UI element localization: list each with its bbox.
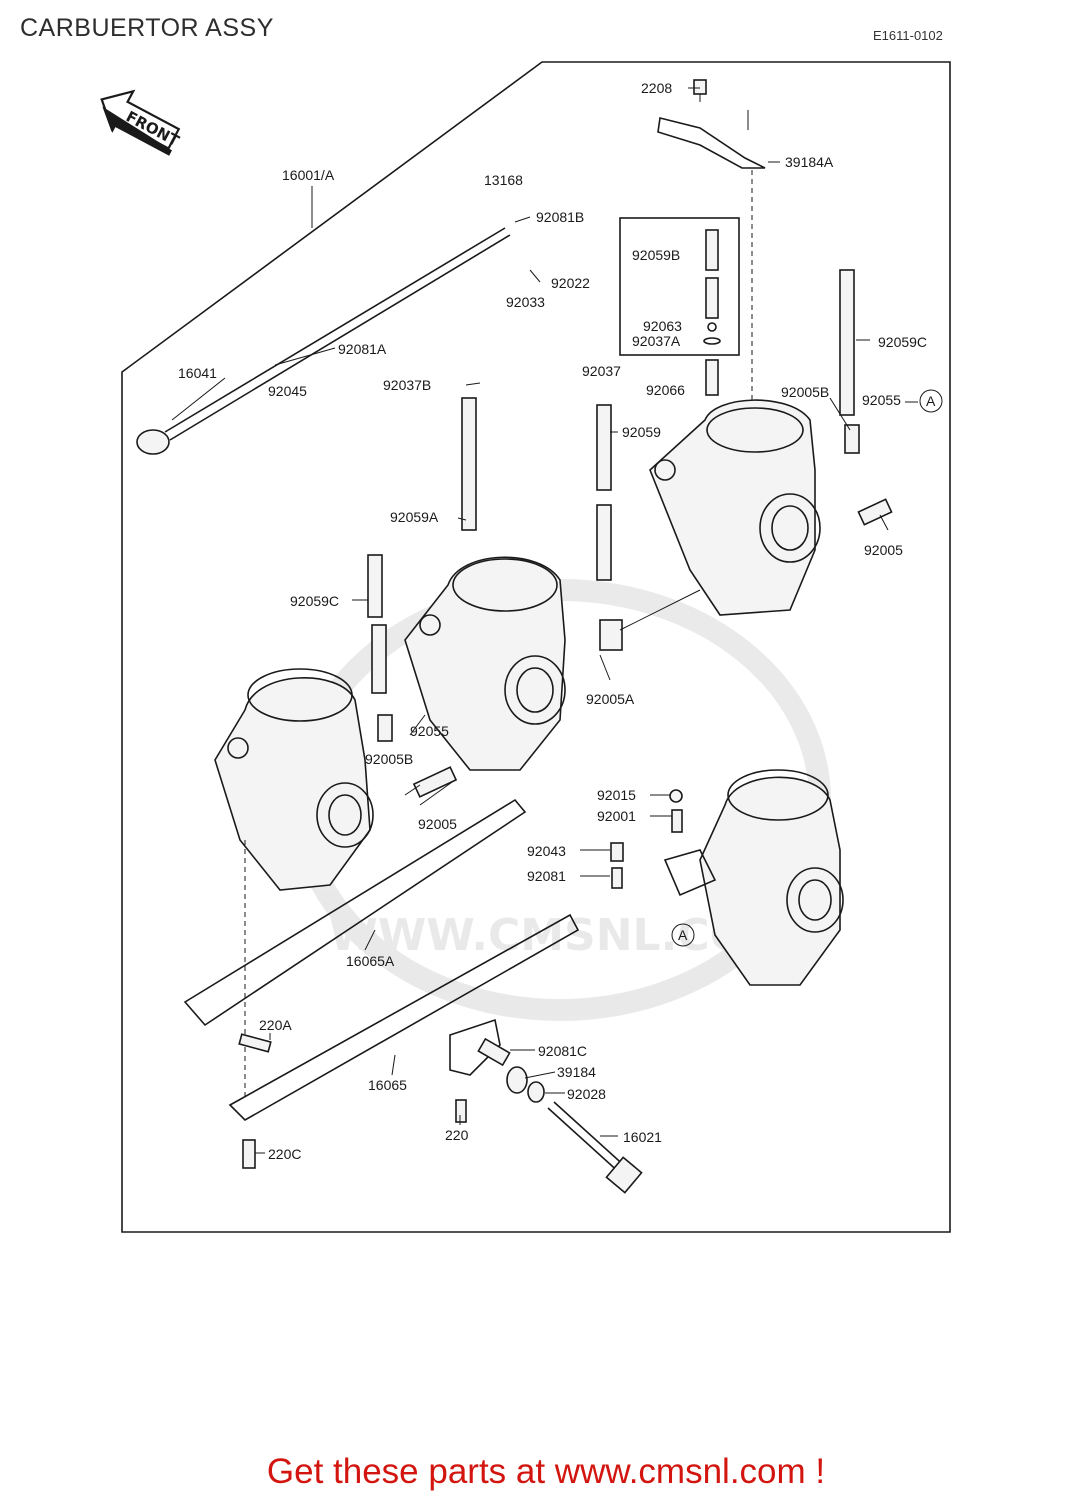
callout-label: 92015 [597,787,636,803]
callout-label: 92033 [506,294,545,310]
callout-label: 92037 [582,363,621,379]
callout-label: 92081B [536,209,584,225]
callout-label: 92055 [862,392,901,408]
callout-label: 220C [268,1146,301,1162]
fuel-joints [377,424,893,806]
page-title: CARBUERTOR ASSY [20,14,274,42]
callout-label: 39184 [557,1064,596,1080]
link-bracket [449,1018,545,1103]
callout-label: 92005 [864,542,903,558]
callout-label: 92066 [646,382,685,398]
callout-label: 92022 [551,275,590,291]
exploded-parts-diagram: WWW.CMSNL.COM FRONT [100,61,951,1233]
callout-label: 16021 [623,1129,662,1145]
callout-label: 92059C [878,334,927,350]
svg-text:A: A [678,927,688,943]
callout-label: 16065A [346,953,395,969]
callout-label: 16041 [178,365,217,381]
callout-label: 92059B [632,247,680,263]
diagram-frame [121,61,951,1233]
callout-label: 2208 [641,80,672,96]
callout-label: 92081 [527,868,566,884]
callout-label: 92055 [410,723,449,739]
callout-label: 92059A [390,509,439,525]
choke-linkage [610,789,717,897]
callout-label: 92005B [365,751,413,767]
inset-tubes [703,229,721,345]
front-arrow-icon: FRONT [100,89,183,156]
callout-label: 92059 [622,424,661,440]
footer-parts-link[interactable]: Get these parts at www.cmsnl.com ! [266,1452,826,1491]
callout-label: 92045 [268,383,307,399]
callout-label: 92059C [290,593,339,609]
callout-label: 92063 [643,318,682,334]
callout-label: 92037B [383,377,431,393]
callout-labels: 2208 39184A 13168 92081B 16001/A 92022 9… [178,80,943,1162]
inset-box [619,217,740,356]
bolts [238,1033,643,1194]
callout-label: 16065 [368,1077,407,1093]
callout-label: 92005A [586,691,635,707]
callout-label: 92043 [527,843,566,859]
reference-marker-a-icon: A [919,389,943,413]
callout-label: 220 [445,1127,469,1143]
carburetor-lower-left [214,668,374,891]
mounting-plates [183,798,580,1121]
callout-label: 92037A [632,333,681,349]
callout-label: 16001/A [282,167,335,183]
carburetor-upper-right [649,399,821,616]
callout-label: 220A [259,1017,292,1033]
top-bracket [657,79,766,400]
callout-label: 92005 [418,816,457,832]
carburetor-center [404,556,566,771]
vent-tubes [367,269,855,694]
callout-label: 39184A [785,154,834,170]
leader-lines [171,87,918,1154]
diagram-reference-code: E1611-0102 [873,28,943,43]
reference-marker-a-icon: A [671,923,695,947]
callout-label: 92081A [338,341,387,357]
carburetor-lower-right [699,769,844,986]
callout-label: 13168 [484,172,523,188]
svg-text:A: A [926,393,936,409]
callout-label: 92081C [538,1043,587,1059]
callout-label: 92001 [597,808,636,824]
throttle-shaft [136,186,511,455]
callout-label: 92028 [567,1086,606,1102]
callout-label: 92005B [781,384,829,400]
